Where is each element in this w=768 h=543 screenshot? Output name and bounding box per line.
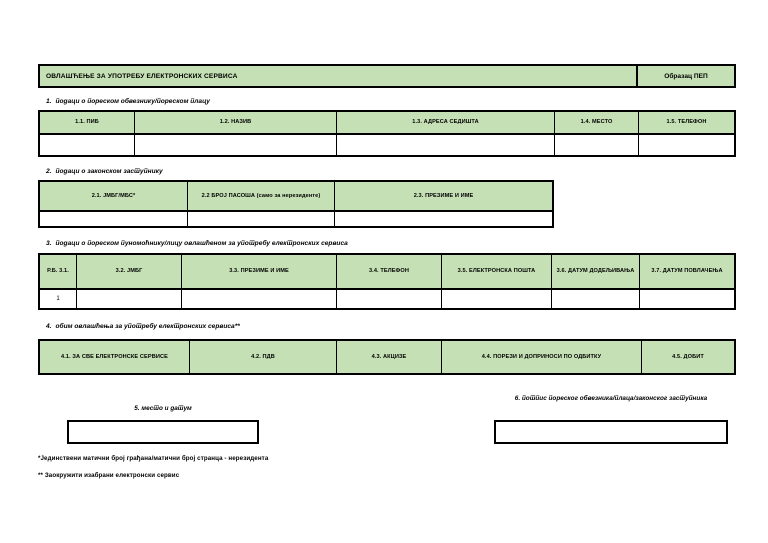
section-3-number: 3. (46, 240, 52, 247)
col-header-datum-dodeljivanja: 3.6. ДАТУМ ДОДЕЉИВАЊА (552, 255, 640, 288)
form-code-text: Образац ПЕП (664, 72, 708, 80)
col-header-elektronska-posta: 3.5. ЕЛЕКТРОНСКА ПОШТА (442, 255, 552, 288)
option-pdv[interactable]: 4.2. ПДВ (190, 341, 337, 373)
form-title-cell: ОВЛАШЋЕЊЕ ЗА УПОТРЕБУ ЕЛЕКТРОНСКИХ СЕРВИ… (40, 66, 638, 86)
section-1-heading: 1.подаци о пореском обвезнику/пореском п… (46, 98, 210, 105)
field-telefon[interactable] (639, 135, 734, 155)
col-header-jmbg-mbs: 2.1. ЈМБГ/МБС* (40, 182, 188, 210)
section-1-header-row: 1.1. ПИБ 1.2. НАЗИВ 1.3. АДРЕСА СЕДИШТА … (40, 112, 734, 135)
field-mesto[interactable] (555, 135, 639, 155)
col-header-telefon-3: 3.4. ТЕЛЕФОН (337, 255, 442, 288)
footnote-double-asterisk: ** Заокружити изабрани електронски серви… (38, 472, 180, 479)
signature-right-label: 6. потпис пореског обвезника/плаца/закон… (488, 394, 734, 405)
section-2-number: 2. (46, 168, 52, 175)
field-telefon-3[interactable] (337, 290, 442, 308)
section-3-header-row: Р.Б. 3.1. 3.2. ЈМБГ 3.3. ПРЕЗИМЕ И ИМЕ 3… (40, 255, 734, 290)
col-header-broj-pasosa: 2.2 БРОЈ ПАСОША (само за нерезиденте) (188, 182, 335, 210)
field-datum-povlacenja[interactable] (640, 290, 734, 308)
section-1-table: 1.1. ПИБ 1.2. НАЗИВ 1.3. АДРЕСА СЕДИШТА … (38, 110, 736, 157)
field-jmbg[interactable] (77, 290, 182, 308)
signature-left-number: 5. (134, 405, 140, 412)
section-3-input-row: 1 (40, 290, 734, 308)
section-3-title: подаци о пореском пуномоћнику/лицу овлаш… (55, 240, 348, 247)
section-1-input-row (40, 135, 734, 155)
form-title-text: ОВЛАШЋЕЊЕ ЗА УПОТРЕБУ ЕЛЕКТРОНСКИХ СЕРВИ… (46, 72, 238, 80)
section-2-input-row (40, 212, 552, 226)
col-header-telefon: 1.5. ТЕЛЕФОН (666, 119, 707, 126)
option-porezi-doprinosi-po-odbitku[interactable]: 4.4. ПОРЕЗИ И ДОПРИНОСИ ПО ОДБИТКУ (442, 341, 642, 373)
signature-left-box[interactable] (67, 420, 259, 444)
section-1-number: 1. (46, 98, 52, 105)
form-code-cell: Образац ПЕП (638, 66, 734, 86)
section-4-header-row: 4.1. ЗА СВЕ ЕЛЕКТРОНСКЕ СЕРВИСЕ 4.2. ПДВ… (40, 341, 734, 373)
field-datum-dodeljivanja[interactable] (552, 290, 640, 308)
col-header-naziv: 1.2. НАЗИВ (135, 112, 337, 133)
section-2-heading: 2.подаци о законском заступнику (46, 168, 163, 175)
field-adresa-sedista[interactable] (337, 135, 555, 155)
col-header-prezime-ime: 2.3. ПРЕЗИМЕ И ИМЕ (413, 192, 474, 199)
section-4-title: обим овлашћења за употребу електронских … (55, 323, 240, 330)
signature-right-box[interactable] (494, 420, 728, 444)
field-elektronska-posta[interactable] (442, 290, 552, 308)
col-header-pib: 1.1. ПИБ (40, 112, 135, 133)
section-4-number: 4. (46, 323, 52, 330)
section-4-table: 4.1. ЗА СВЕ ЕЛЕКТРОНСКЕ СЕРВИСЕ 4.2. ПДВ… (38, 339, 736, 375)
section-4-heading: 4.обим овлашћења за употребу електронски… (46, 323, 240, 330)
signature-left-text: место и датум (141, 405, 192, 412)
col-header-prezime-ime-3: 3.3. ПРЕЗИМЕ И ИМЕ (182, 255, 337, 288)
footnote-single-asterisk: *Јединствени матични број грађана/матичн… (38, 455, 269, 462)
field-pib[interactable] (40, 135, 135, 155)
form-title-bar: ОВЛАШЋЕЊЕ ЗА УПОТРЕБУ ЕЛЕКТРОНСКИХ СЕРВИ… (38, 64, 736, 88)
section-2-title: подаци о законском заступнику (55, 168, 163, 175)
col-header-redni-broj: Р.Б. 3.1. (40, 255, 77, 288)
col-header-datum-povlacenja: 3.7. ДАТУМ ПОВЛАЧЕЊА (651, 268, 723, 275)
col-header-jmbg: 3.2. ЈМБГ (77, 255, 182, 288)
col-header-mesto: 1.4. МЕСТО (555, 112, 639, 133)
field-broj-pasosa[interactable] (188, 212, 335, 226)
section-2-header-row: 2.1. ЈМБГ/МБС* 2.2 БРОЈ ПАСОША (само за … (40, 182, 552, 212)
signature-right-number: 6. (514, 395, 521, 402)
section-3-table: Р.Б. 3.1. 3.2. ЈМБГ 3.3. ПРЕЗИМЕ И ИМЕ 3… (38, 253, 736, 310)
field-jmbg-mbs[interactable] (40, 212, 188, 226)
field-prezime-ime-3[interactable] (182, 290, 337, 308)
option-dobit[interactable]: 4.5. ДОБИТ (672, 353, 704, 360)
option-sve-elektronske-servise[interactable]: 4.1. ЗА СВЕ ЕЛЕКТРОНСКЕ СЕРВИСЕ (40, 341, 190, 373)
section-3-heading: 3.подаци о пореском пуномоћнику/лицу овл… (46, 240, 348, 247)
section-1-title: подаци о пореском обвезнику/пореском пла… (55, 98, 210, 105)
option-akcize[interactable]: 4.3. АКЦИЗЕ (337, 341, 442, 373)
field-naziv[interactable] (135, 135, 337, 155)
signature-right-text: потпис пореског обвезника/плаца/законско… (521, 395, 708, 402)
section-2-table: 2.1. ЈМБГ/МБС* 2.2 БРОЈ ПАСОША (само за … (38, 180, 554, 228)
field-prezime-ime[interactable] (335, 212, 552, 226)
field-redni-broj: 1 (40, 290, 77, 308)
col-header-adresa-sedista: 1.3. АДРЕСА СЕДИШТА (337, 112, 555, 133)
signature-left-label: 5. место и датум (67, 404, 259, 415)
